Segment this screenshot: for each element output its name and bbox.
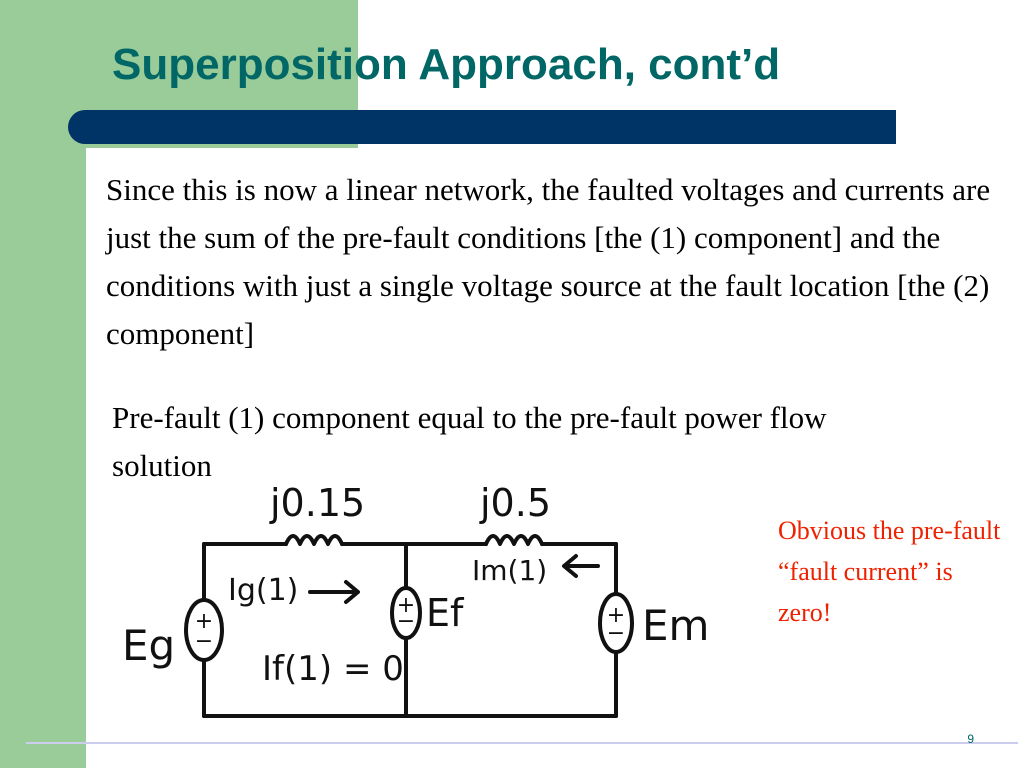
label-left-impedance: j0.15 (269, 481, 365, 525)
source-ef-circle (390, 586, 422, 640)
arrow-im (562, 554, 600, 578)
body-paragraph: Since this is now a linear network, the … (106, 172, 991, 351)
label-eg: Eg (122, 621, 175, 670)
content-panel (86, 148, 1024, 768)
label-if: If(1) = 0 (262, 649, 404, 689)
subpoint-text: Pre-fault (1) component equal to the pre… (112, 400, 827, 483)
source-em-circle (598, 592, 634, 654)
page-number: 9 (967, 732, 974, 746)
footer-line (26, 742, 1018, 744)
svg-text:−: − (195, 629, 213, 654)
left-inductor (284, 534, 344, 546)
svg-text:+: + (195, 609, 213, 634)
label-ig: Ig(1) (228, 573, 298, 608)
svg-text:−: − (397, 609, 415, 634)
polarity-marks: +− +− +− (195, 593, 625, 654)
circuit-diagram: +− +− +− j0.15 j0.5 Eg Ef Em Ig(1) Im(1)… (122, 481, 709, 718)
arrow-ig (308, 580, 360, 604)
label-em: Em (642, 601, 709, 650)
annotation-note: Obvious the pre-fault “fault current” is… (778, 516, 1001, 627)
label-ef: Ef (426, 591, 465, 635)
source-eg-circle (184, 598, 224, 662)
label-right-impedance: j0.5 (479, 481, 551, 525)
label-im: Im(1) (472, 554, 547, 587)
right-inductor (484, 534, 544, 546)
slide-title: Superposition Approach, cont’d (112, 40, 781, 89)
svg-text:−: − (607, 621, 625, 646)
svg-text:+: + (397, 593, 415, 618)
title-underline-bar (68, 110, 896, 144)
svg-text:+: + (607, 603, 625, 628)
